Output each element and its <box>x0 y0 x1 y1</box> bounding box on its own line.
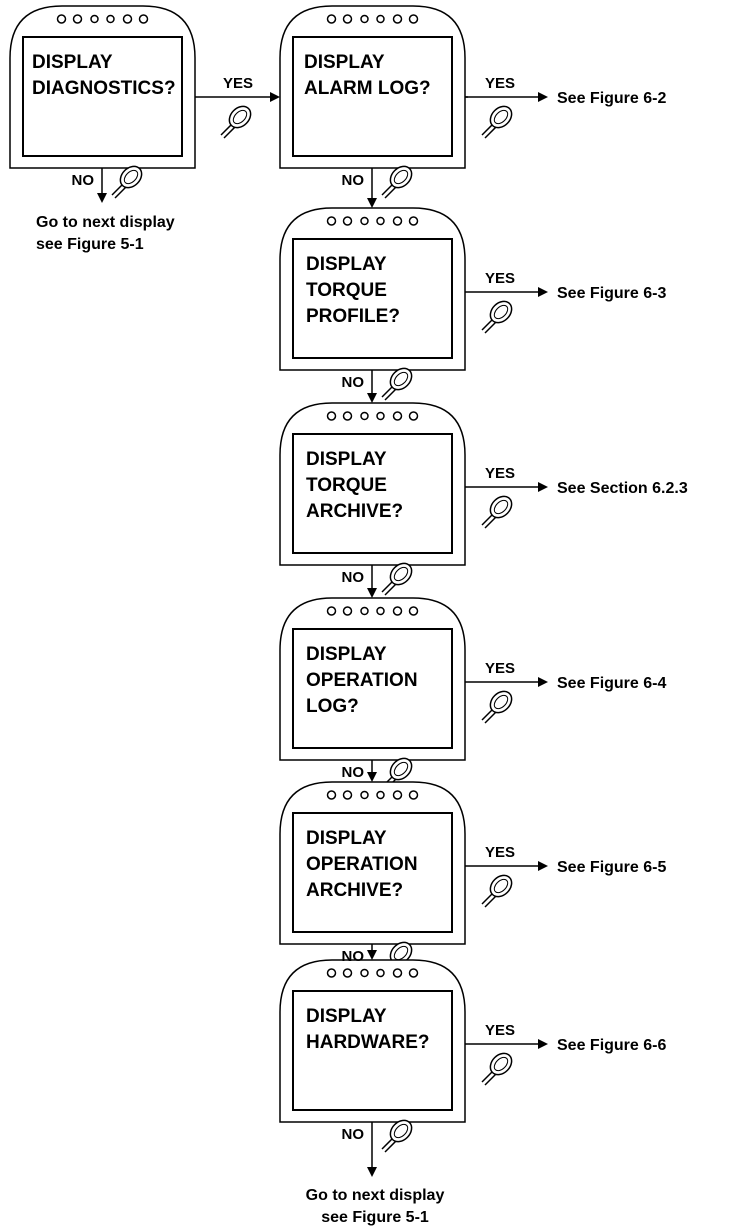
display-step-text-line: DISPLAY <box>306 254 387 275</box>
yes-arrow-2-head <box>538 92 548 102</box>
display-step-text-line: DISPLAY <box>306 644 387 665</box>
no-label: NO <box>342 764 365 781</box>
display-step <box>279 402 466 566</box>
figure-reference: See Section 6.2.3 <box>557 480 688 497</box>
yes-knob-icon <box>481 491 517 529</box>
no-arrow-alarm-log-head <box>367 198 377 208</box>
display-step-screen <box>292 433 453 554</box>
yes-label: YES <box>485 844 515 861</box>
yes-knob-icon <box>481 870 517 908</box>
display-step-text-line: TORQUE <box>306 475 387 496</box>
figure-reference: See Figure 6-3 <box>557 285 666 302</box>
figure-reference: See Figure 6-5 <box>557 859 666 876</box>
yes-knob-icon <box>220 101 256 139</box>
yes-label: YES <box>485 270 515 287</box>
display-alarm-log-text-line: ALARM LOG? <box>304 78 431 99</box>
yes-label: YES <box>485 465 515 482</box>
display-step-text-line: OPERATION <box>306 854 418 875</box>
no-arrow-head <box>367 1167 377 1177</box>
no-label: NO <box>342 374 365 391</box>
next-display-note: see Figure 5-1 <box>321 1209 429 1226</box>
display-step-text-line: HARDWARE? <box>306 1032 430 1053</box>
yes-arrow-1-head <box>270 92 280 102</box>
next-display-note: see Figure 5-1 <box>36 236 144 253</box>
display-step <box>279 207 466 371</box>
no-arrow-head <box>367 772 377 782</box>
yes-arrow-head <box>538 677 548 687</box>
display-step-text-line: LOG? <box>306 696 359 717</box>
display-diagnostics-screen <box>22 36 183 157</box>
no-arrow-head <box>367 393 377 403</box>
display-step-text-line: DISPLAY <box>306 449 387 470</box>
figure-reference: See Figure 6-4 <box>557 675 666 692</box>
yes-label: YES <box>485 660 515 677</box>
yes-knob-icon <box>481 1048 517 1086</box>
display-step-text-line: PROFILE? <box>306 306 400 327</box>
no-arrow-diagnostics-head <box>97 193 107 203</box>
yes-arrow-head <box>538 287 548 297</box>
display-step-screen <box>292 628 453 749</box>
no-arrow-head <box>367 950 377 960</box>
display-step-text-line: OPERATION <box>306 670 418 691</box>
no-label: NO <box>342 1126 365 1143</box>
yes-arrow-head <box>538 1039 548 1049</box>
no-arrow-head <box>367 588 377 598</box>
display-step-text-line: DISPLAY <box>306 828 387 849</box>
yes-knob-icon <box>481 101 517 139</box>
yes-knob-icon <box>481 296 517 334</box>
next-display-note: Go to next display <box>306 1187 445 1204</box>
yes-arrow-head <box>538 482 548 492</box>
display-step <box>279 781 466 945</box>
yes-label: YES <box>223 75 253 92</box>
display-step-text-line: ARCHIVE? <box>306 501 403 522</box>
no-label: NO <box>342 569 365 586</box>
display-step-screen <box>292 238 453 359</box>
no-label: NO <box>72 172 95 189</box>
yes-label: YES <box>485 75 515 92</box>
display-step-text-line: DISPLAY <box>306 1006 387 1027</box>
display-step <box>279 597 466 761</box>
display-diagnostics <box>9 5 196 169</box>
figure-reference: See Figure 6-2 <box>557 90 666 107</box>
display-step <box>279 959 466 1123</box>
yes-knob-icon <box>481 686 517 724</box>
figure-reference: See Figure 6-6 <box>557 1037 666 1054</box>
display-alarm-log-text-line: DISPLAY <box>304 52 385 73</box>
display-diagnostics-text-line: DISPLAY <box>32 52 113 73</box>
no-label: NO <box>342 948 365 965</box>
display-step-screen <box>292 812 453 933</box>
display-step-text-line: ARCHIVE? <box>306 880 403 901</box>
display-alarm-log-screen <box>292 36 453 157</box>
display-diagnostics-text-line: DIAGNOSTICS? <box>32 78 176 99</box>
no-label: NO <box>342 172 365 189</box>
display-step-screen <box>292 990 453 1111</box>
yes-label: YES <box>485 1022 515 1039</box>
display-alarm-log <box>279 5 466 169</box>
display-step-text-line: TORQUE <box>306 280 387 301</box>
next-display-note: Go to next display <box>36 214 175 231</box>
yes-arrow-head <box>538 861 548 871</box>
